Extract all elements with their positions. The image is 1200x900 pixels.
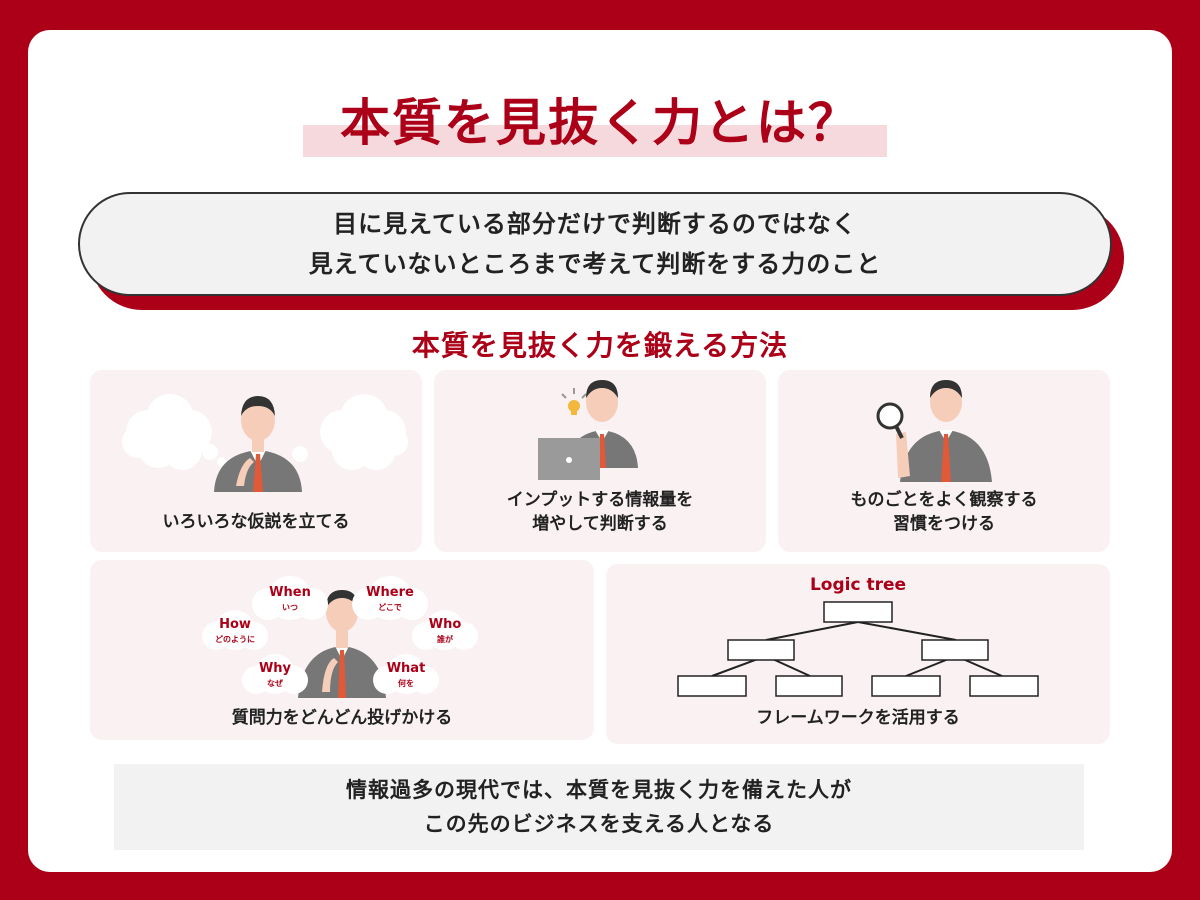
speech-bubble-how bbox=[202, 610, 268, 650]
what-label: What bbox=[387, 661, 426, 676]
logic-tree-leaf-node bbox=[775, 675, 843, 697]
thinking-person-illustration bbox=[122, 394, 408, 492]
laptop-person-illustration bbox=[538, 380, 638, 480]
who-label: Who bbox=[429, 617, 462, 632]
speech-bubble-when bbox=[252, 576, 328, 620]
why-label: Why bbox=[259, 661, 292, 676]
conclusion-line-2: この先のビジネスを支える人となる bbox=[423, 812, 775, 836]
definition-box: 目に見えている部分だけで判断するのではなく 見えていないところまで考えて判断をす… bbox=[78, 192, 1112, 296]
magnifier-icon bbox=[876, 402, 904, 439]
conclusion-line-1: 情報過多の現代では、本質を見抜く力を備えた人が bbox=[346, 778, 852, 802]
logic-tree-leaf-node bbox=[871, 675, 941, 697]
content-card: 本質を見抜く力とは？ 目に見えている部分だけで判断するのではなく 見えていないと… bbox=[28, 30, 1172, 872]
logic-tree-leaf-node bbox=[677, 675, 747, 697]
thought-cloud-right-icon bbox=[320, 394, 408, 470]
observing-person-illustration bbox=[876, 380, 992, 482]
method-label-input-1: インプットする情報量を bbox=[506, 490, 694, 510]
logic-tree-node bbox=[921, 639, 989, 661]
where-label: Where bbox=[366, 585, 414, 600]
method-panel-input: インプットする情報量を 増やして判断する bbox=[434, 370, 766, 552]
how-ja-label: どのように bbox=[215, 634, 255, 644]
speech-bubble-who bbox=[412, 610, 478, 650]
method-label-observe-2: 習慣をつける bbox=[893, 514, 995, 534]
person-icon bbox=[214, 396, 302, 492]
logic-tree-diagram: Logic tree bbox=[677, 575, 1039, 697]
page-title: 本質を見抜く力とは？ bbox=[340, 94, 860, 152]
why-ja-label: なぜ bbox=[267, 679, 283, 688]
person-icon bbox=[298, 590, 386, 698]
speech-bubble-why bbox=[242, 654, 308, 694]
logic-tree-connectors bbox=[711, 621, 1003, 677]
definition-line-1: 目に見えている部分だけで判断するのではなく bbox=[333, 210, 857, 238]
who-ja-label: 誰が bbox=[437, 634, 454, 644]
speech-bubble-where bbox=[352, 576, 428, 620]
5w1h-illustration: When いつ Where どこで Who 誰が How どのように Why な… bbox=[202, 576, 478, 698]
conclusion-box: 情報過多の現代では、本質を見抜く力を備えた人が この先のビジネスを支える人となる bbox=[114, 764, 1084, 850]
when-label: When bbox=[269, 585, 311, 600]
title-highlight bbox=[303, 125, 887, 157]
how-label: How bbox=[219, 617, 251, 632]
where-ja-label: どこで bbox=[378, 602, 402, 612]
thought-cloud-left-icon bbox=[122, 394, 212, 470]
methods-heading: 本質を見抜く力を鍛える方法 bbox=[411, 329, 789, 362]
logic-tree-root-node bbox=[823, 601, 893, 623]
method-label-observe-1: ものごとをよく観察する bbox=[850, 490, 1038, 510]
person-icon bbox=[896, 380, 992, 482]
lightbulb-icon bbox=[561, 388, 587, 415]
when-ja-label: いつ bbox=[282, 603, 298, 612]
method-label-questions: 質問力をどんどん投げかける bbox=[231, 708, 453, 728]
what-ja-label: 何を bbox=[398, 678, 414, 688]
logic-tree-node bbox=[727, 639, 795, 661]
method-label-input-2: 増やして判断する bbox=[532, 514, 668, 534]
laptop-icon bbox=[538, 438, 600, 480]
method-panel-framework: Logic tree フレームワークを活用する bbox=[606, 564, 1110, 744]
method-panel-observe: ものごとをよく観察する 習慣をつける bbox=[778, 370, 1110, 552]
logic-tree-title: Logic tree bbox=[810, 575, 906, 595]
logic-tree-nodes bbox=[677, 601, 1039, 697]
method-panel-questions: When いつ Where どこで Who 誰が How どのように Why な… bbox=[90, 560, 594, 740]
method-label-hypothesis: いろいろな仮説を立てる bbox=[162, 512, 350, 532]
method-label-framework: フレームワークを活用する bbox=[756, 708, 960, 728]
speech-bubble-what bbox=[373, 654, 439, 694]
logic-tree-leaf-node bbox=[969, 675, 1039, 697]
method-panel-hypothesis: いろいろな仮説を立てる bbox=[90, 370, 422, 552]
definition-line-2: 見えていないところまで考えて判断をする力のこと bbox=[308, 250, 882, 278]
